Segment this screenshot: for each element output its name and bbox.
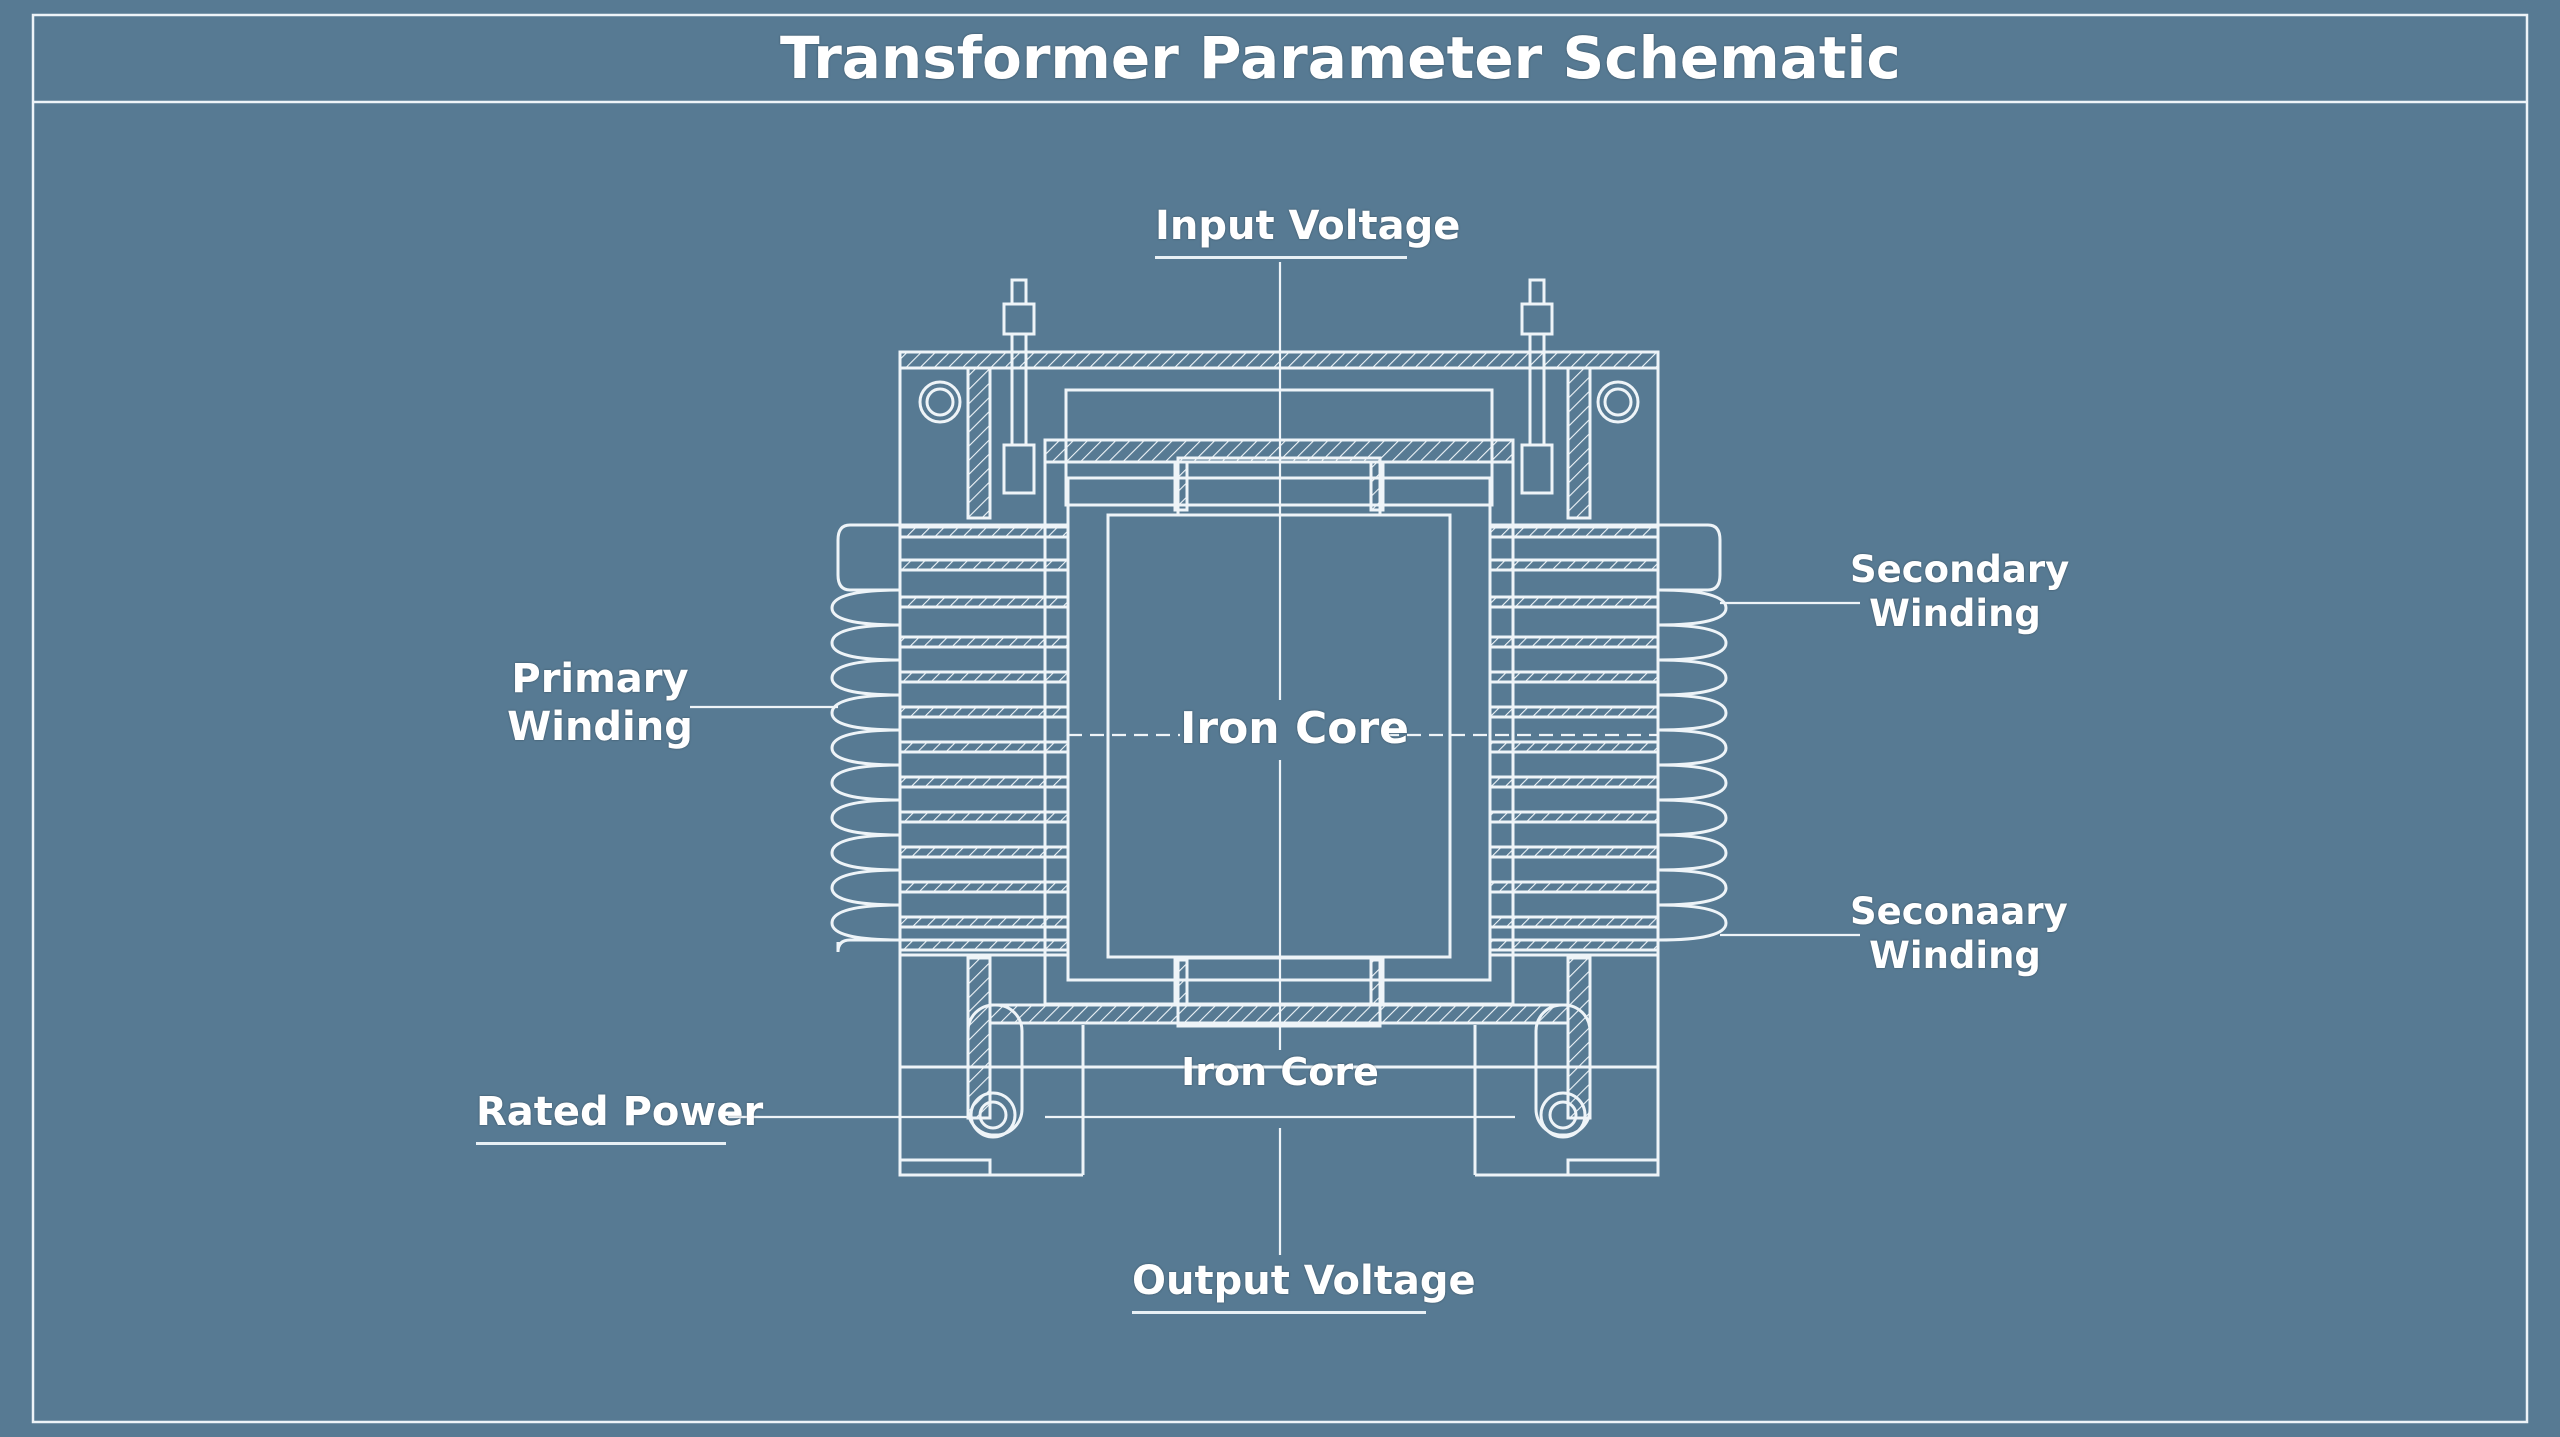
mounting-feet xyxy=(898,1003,1660,1177)
terminal-left xyxy=(1002,278,1036,495)
secondary-winding-lower-line2: Winding xyxy=(1869,934,2041,978)
outer-frame xyxy=(31,13,2529,1424)
iron-core-center-label: Iron Core xyxy=(1180,703,1410,754)
secondary-winding-hatching xyxy=(1488,525,1660,952)
primary-winding-coils xyxy=(830,523,1070,957)
terminal-right xyxy=(1520,278,1554,495)
secondary-winding-upper-line2: Winding xyxy=(1869,592,2041,636)
secondary-winding-lower-line1: Seconaary xyxy=(1850,890,2068,933)
iron-core-lower-label: Iron Core xyxy=(1181,1050,1379,1094)
secondary-winding-upper-label: Secondary Winding xyxy=(1850,548,2070,637)
mount-hole-top-left xyxy=(918,380,962,424)
secondary-winding-lower-label: Seconaary Winding xyxy=(1850,890,2068,979)
primary-winding-label-line2: Winding xyxy=(507,704,693,750)
leader-lines xyxy=(690,262,1860,1255)
diagram-title: Transformer Parameter Schematic xyxy=(780,24,1901,92)
primary-winding-label: Primary Winding xyxy=(505,655,695,751)
left-upper-column xyxy=(966,366,992,520)
primary-winding-label-line1: Primary xyxy=(511,656,689,702)
output-voltage-label: Output Voltage xyxy=(1132,1257,1476,1314)
input-voltage-label: Input Voltage xyxy=(1155,202,1460,259)
right-upper-column xyxy=(1566,366,1592,520)
secondary-winding-upper-line1: Secondary xyxy=(1850,548,2070,591)
primary-winding-hatching xyxy=(898,525,1070,952)
mount-hole-top-right xyxy=(1596,380,1640,424)
secondary-winding-coils xyxy=(1488,523,1728,957)
rated-power-label: Rated Power xyxy=(476,1088,763,1145)
